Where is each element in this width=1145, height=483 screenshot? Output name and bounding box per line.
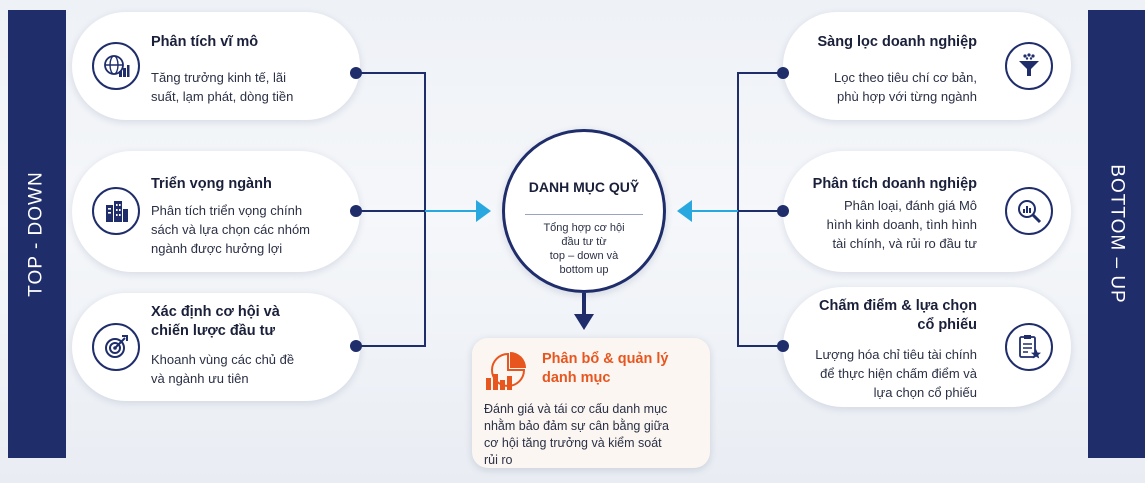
desc-line: phù hợp với từng ngành: [837, 89, 977, 104]
right-bracket-line: [737, 72, 783, 347]
desc-line: để thực hiện chấm điểm và: [820, 366, 977, 381]
globe-chart-icon: [92, 42, 140, 90]
desc-line: rủi ro: [484, 453, 513, 467]
allocation-box: Phân bổ & quản lý danh mục Đánh giá và t…: [472, 338, 710, 468]
magnifier-chart-icon: [1005, 187, 1053, 235]
title-line: Phân bổ & quản lý: [542, 351, 669, 367]
card-desc: Lọc theo tiêu chí cơ bản, phù hợp với từ…: [777, 68, 977, 106]
connector-dot: [777, 67, 789, 79]
connector-dot: [350, 67, 362, 79]
title-line: chiến lược đầu tư: [151, 323, 275, 339]
desc-line: hình kinh doanh, tình hình: [826, 217, 977, 232]
title-line: cổ phiếu: [917, 317, 977, 333]
desc-line: top – down và: [549, 250, 619, 262]
card-desc: Phân tích triển vọng chính sách và lựa c…: [151, 201, 310, 258]
card-title: Triển vọng ngành: [151, 176, 272, 192]
card-industry-outlook: Triển vọng ngành Phân tích triển vọng ch…: [72, 151, 360, 272]
top-down-bar: TOP - DOWN: [8, 10, 66, 458]
desc-line: Tăng trưởng kinh tế, lãi: [151, 70, 287, 85]
connector-dot: [350, 340, 362, 352]
desc-line: Lượng hóa chỉ tiêu tài chính: [815, 347, 977, 362]
desc-line: tài chính, và rủi ro đầu tư: [832, 236, 977, 251]
card-title: Chấm điểm & lựa chọn cổ phiếu: [777, 297, 977, 335]
pie-bar-chart-icon: [486, 352, 526, 390]
desc-line: Đánh giá và tái cơ cấu danh mục: [484, 402, 668, 416]
desc-line: Lọc theo tiêu chí cơ bản,: [834, 70, 977, 85]
card-desc: Khoanh vùng các chủ đề và ngành ưu tiên: [151, 350, 294, 388]
desc-line: cơ hội tăng trưởng và kiểm soát: [484, 436, 662, 450]
desc-line: Phân loại, đánh giá Mô: [844, 198, 977, 213]
card-desc: Tăng trưởng kinh tế, lãi suất, lạm phát,…: [151, 68, 293, 106]
desc-line: nhằm bảo đảm sự cân bằng giữa: [484, 419, 669, 433]
center-desc: Tổng hợp cơ hội đầu tư từ top – down và …: [523, 221, 645, 277]
card-company-analysis: Phân tích doanh nghiệp Phân loại, đánh g…: [783, 151, 1071, 272]
connector-dot: [350, 205, 362, 217]
card-title: Xác định cơ hội và chiến lược đầu tư: [151, 303, 280, 341]
fund-portfolio-circle: DANH MỤC QUỸ Tổng hợp cơ hội đầu tư từ t…: [502, 129, 666, 293]
card-desc: Phân loại, đánh giá Mô hình kinh doanh, …: [777, 196, 977, 253]
allocation-desc: Đánh giá và tái cơ cấu danh mục nhằm bảo…: [484, 401, 702, 469]
connector-dot: [777, 205, 789, 217]
card-title: Phân tích vĩ mô: [151, 34, 259, 50]
clipboard-star-icon: [1005, 323, 1053, 371]
card-stock-scoring: Chấm điểm & lựa chọn cổ phiếu Lượng hóa …: [783, 287, 1071, 407]
desc-line: lựa chọn cổ phiếu: [873, 385, 977, 400]
desc-line: đầu tư từ: [561, 236, 607, 248]
title-line: danh mục: [542, 370, 611, 386]
desc-line: sách và lựa chọn các nhóm: [151, 222, 311, 237]
card-macro-analysis: Phân tích vĩ mô Tăng trưởng kinh tế, lãi…: [72, 12, 360, 120]
desc-line: Phân tích triển vọng chính: [151, 203, 303, 218]
desc-line: và ngành ưu tiên: [151, 371, 249, 386]
desc-line: suất, lạm phát, dòng tiền: [151, 89, 294, 104]
center-title: DANH MỤC QUỸ: [528, 179, 640, 195]
card-title: Sàng lọc doanh nghiệp: [817, 34, 978, 50]
desc-line: bottom up: [559, 264, 609, 276]
left-bracket-line: [360, 72, 426, 347]
card-investment-strategy: Xác định cơ hội và chiến lược đầu tư Kho…: [72, 293, 360, 401]
title-line: Chấm điểm & lựa chọn: [819, 298, 977, 314]
card-desc: Lượng hóa chỉ tiêu tài chính để thực hiệ…: [777, 345, 977, 402]
card-company-screening: Sàng lọc doanh nghiệp Lọc theo tiêu chí …: [783, 12, 1071, 120]
desc-line: Khoanh vùng các chủ đề: [151, 352, 295, 367]
connector-dot: [777, 340, 789, 352]
desc-line: ngành được hưởng lợi: [151, 241, 283, 256]
funnel-icon: [1005, 42, 1053, 90]
target-icon: [92, 323, 140, 371]
center-divider: [525, 214, 643, 215]
desc-line: Tổng hợp cơ hội: [543, 222, 625, 234]
buildings-icon: [92, 187, 140, 235]
card-title: Phân tích doanh nghiệp: [812, 176, 977, 192]
title-line: Xác định cơ hội và: [151, 304, 280, 320]
bottom-up-bar: BOTTOM – UP: [1088, 10, 1145, 458]
allocation-title: Phân bổ & quản lý danh mục: [542, 350, 702, 388]
